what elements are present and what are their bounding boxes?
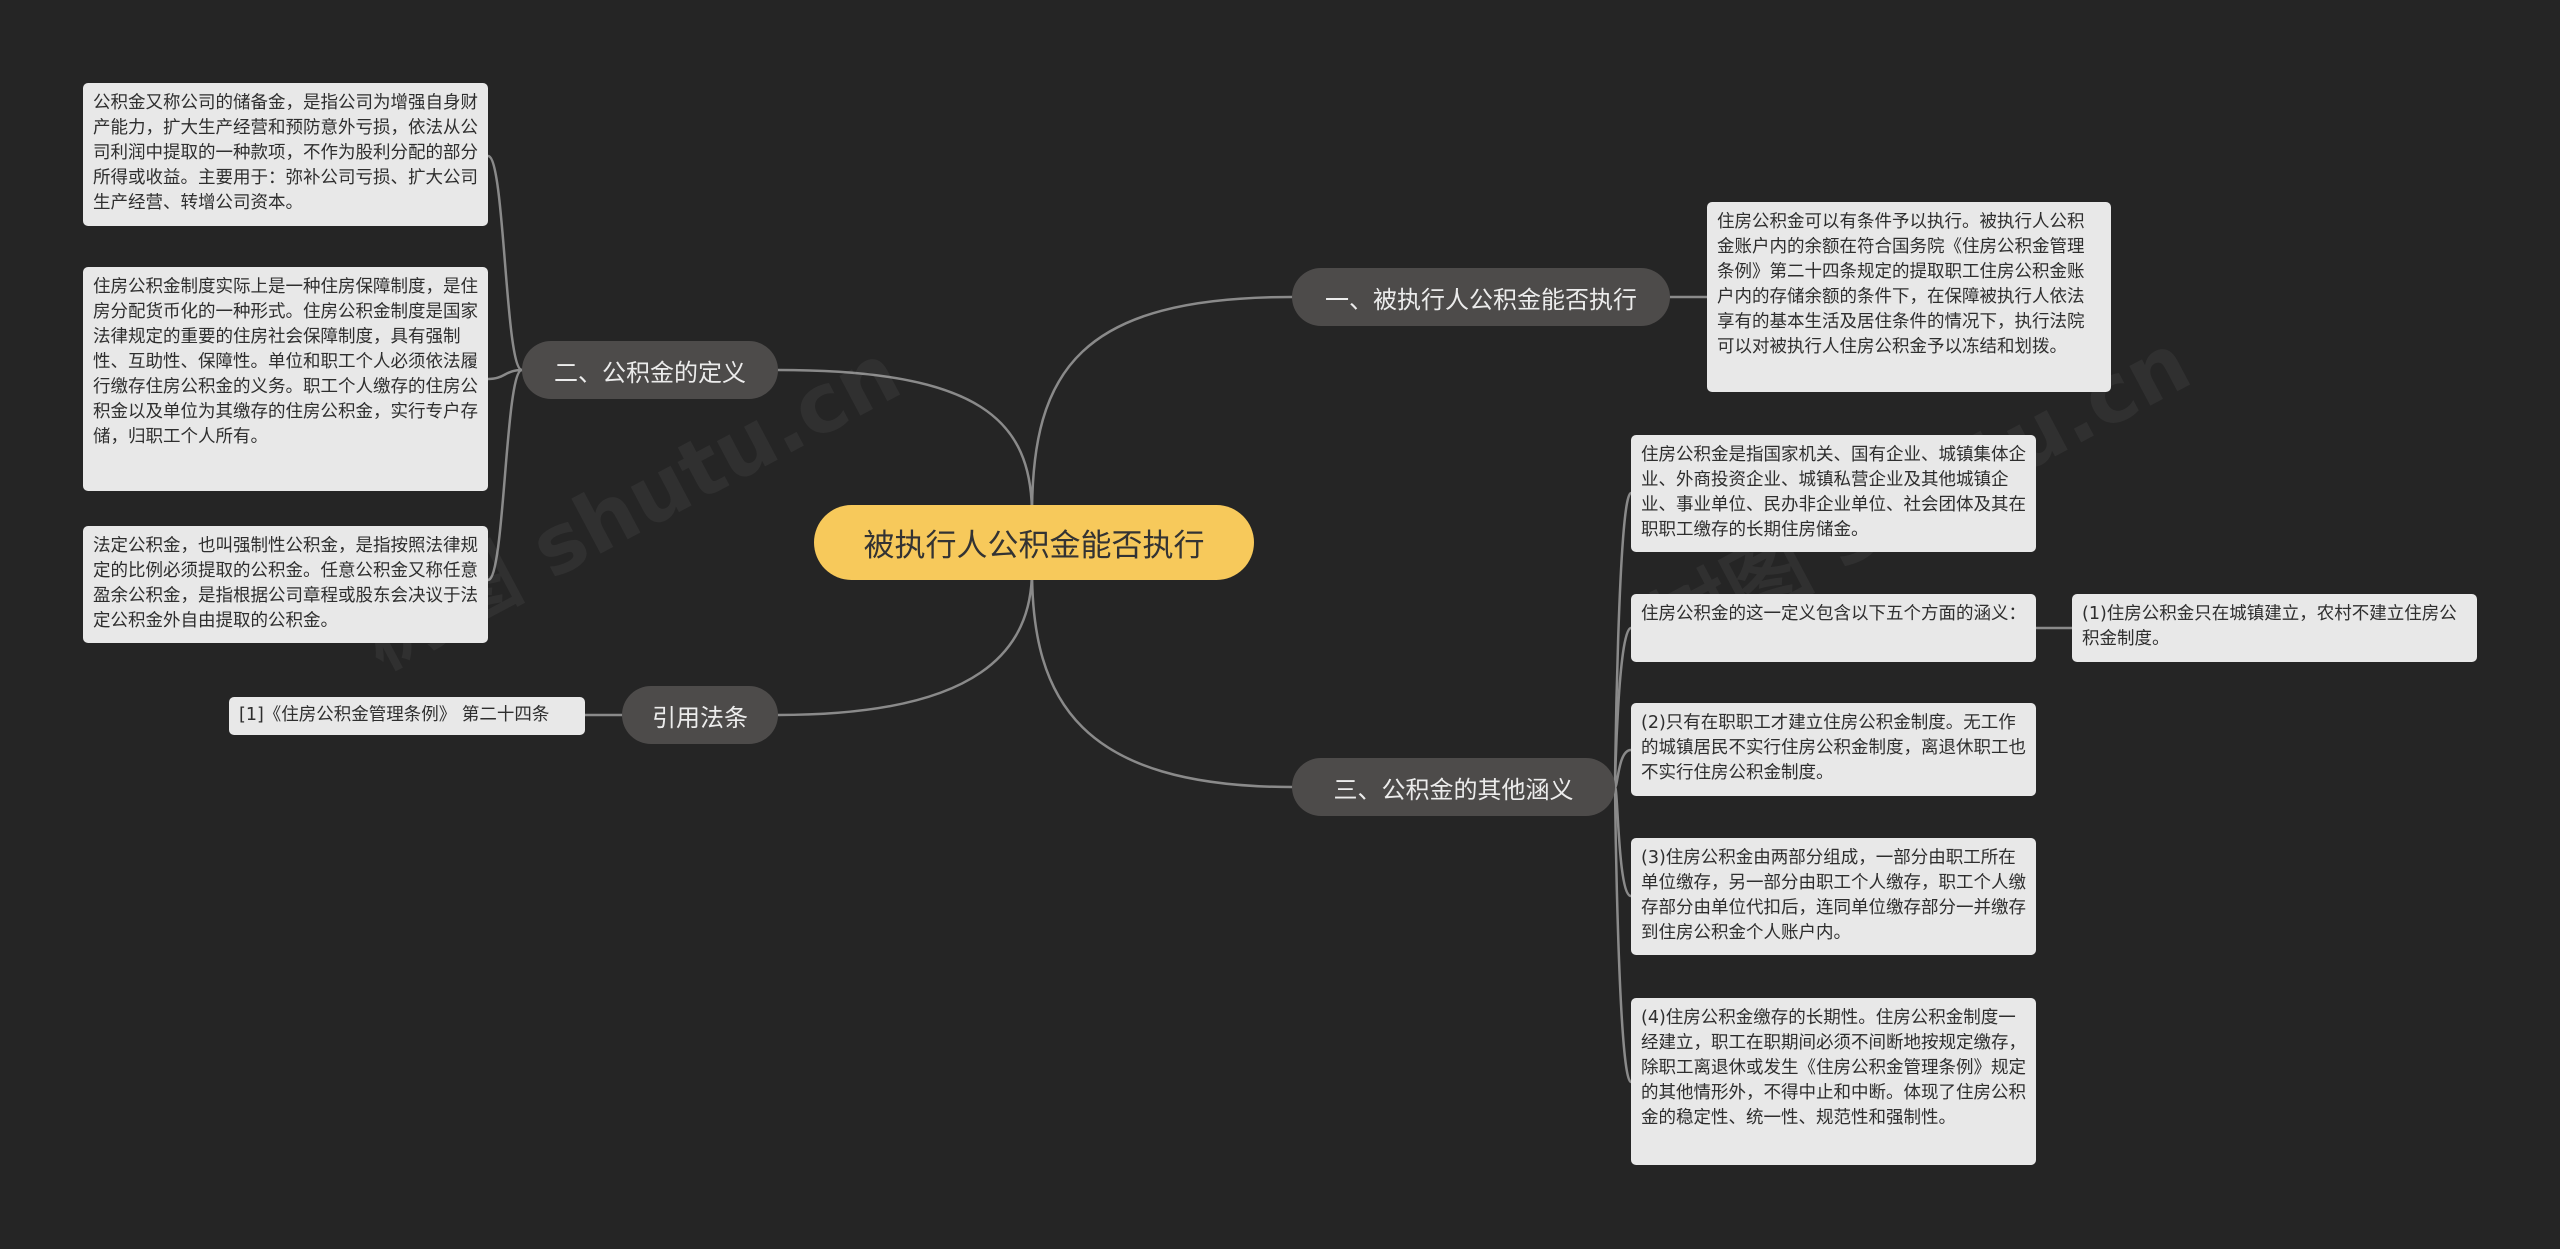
- branch-other-meanings[interactable]: 三、公积金的其他涵义: [1292, 758, 1615, 816]
- edge-root-branch4: [776, 568, 1034, 717]
- leaf-housing-fund-meaning: 住房公积金是指国家机关、国有企业、城镇集体企业、外商投资企业、城镇私营企业及其他…: [1631, 435, 2036, 552]
- edge-branch3-leaf3: [1613, 748, 1633, 789]
- edge-root-branch2: [776, 368, 1034, 517]
- leaf-aspect-1: (1)住房公积金只在城镇建立，农村不建立住房公积金制度。: [2072, 594, 2477, 662]
- leaf-execution-answer: 住房公积金可以有条件予以执行。被执行人公积金账户内的余额在符合国务院《住房公积金…: [1707, 202, 2111, 392]
- branch-execution[interactable]: 一、被执行人公积金能否执行: [1292, 268, 1670, 326]
- leaf-aspect-2: (2)只有在职职工才建立住房公积金制度。无工作的城镇居民不实行住房公积金制度，离…: [1631, 703, 2036, 796]
- leaf-aspect-4: (4)住房公积金缴存的长期性。住房公积金制度一经建立，职工在职期间必须不间断地按…: [1631, 998, 2036, 1165]
- branch-definition[interactable]: 二、公积金的定义: [522, 341, 778, 399]
- edge-branch2-leaf3: [486, 368, 524, 582]
- leaf-five-aspects: 住房公积金的这一定义包含以下五个方面的涵义：: [1631, 594, 2036, 662]
- edge-branch3-leaf5: [1613, 785, 1633, 1084]
- leaf-housing-fund-system: 住房公积金制度实际上是一种住房保障制度，是住房分配货币化的一种形式。住房公积金制…: [83, 267, 488, 491]
- edge-root-branch1: [1030, 295, 1294, 517]
- leaf-aspect-3: (3)住房公积金由两部分组成，一部分由职工所在单位缴存，另一部分由职工个人缴存，…: [1631, 838, 2036, 955]
- edge-branch2-leaf2: [486, 368, 524, 381]
- branch-cited-law[interactable]: 引用法条: [622, 686, 778, 744]
- edge-branch2-leaf1: [486, 154, 524, 372]
- leaf-provident-fund-definition: 公积金又称公司的储备金，是指公司为增强自身财产能力，扩大生产经营和预防意外亏损，…: [83, 83, 488, 226]
- edge-branch3-leaf2: [1613, 626, 1633, 789]
- edge-root-branch3: [1030, 568, 1294, 789]
- leaf-law-citation: [1]《住房公积金管理条例》 第二十四条: [229, 697, 585, 735]
- root-topic[interactable]: 被执行人公积金能否执行: [814, 505, 1254, 580]
- leaf-statutory-fund: 法定公积金，也叫强制性公积金，是指按照法律规定的比例必须提取的公积金。任意公积金…: [83, 526, 488, 643]
